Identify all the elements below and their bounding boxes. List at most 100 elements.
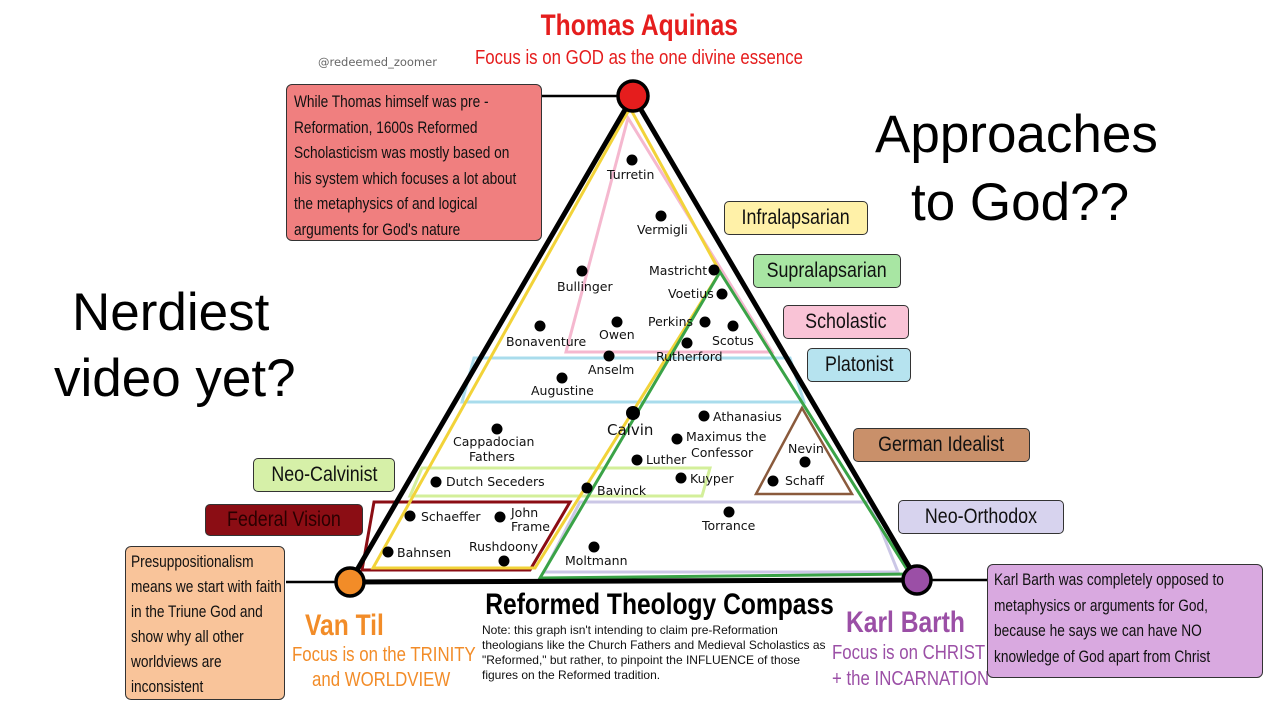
name-owen: Owen xyxy=(599,327,635,342)
point-vermigli xyxy=(655,210,667,222)
label-federal-vision-text: Federal Vision xyxy=(227,508,341,531)
point-scotus xyxy=(727,320,739,332)
label-platonist-text: Platonist xyxy=(824,353,894,376)
vertex-vantil-dot xyxy=(334,566,366,598)
name-john-frame-1: John xyxy=(511,505,539,520)
approaches-line1: Approaches xyxy=(875,105,1158,164)
point-cappadocian xyxy=(491,423,503,435)
region-neo-calvinist xyxy=(407,466,712,498)
vertex-aquinas-dot xyxy=(616,79,650,113)
name-augustine: Augustine xyxy=(531,383,594,398)
point-bavinck xyxy=(581,482,593,494)
point-dutch-seceders xyxy=(430,476,442,488)
name-schaff: Schaff xyxy=(785,473,825,488)
theologian-points xyxy=(382,154,811,567)
name-voetius: Voetius xyxy=(668,286,714,301)
compass-note: Note: this graph isn't intending to clai… xyxy=(482,623,826,682)
name-vermigli: Vermigli xyxy=(637,222,688,237)
point-john-frame xyxy=(494,511,506,523)
region-german-idealist xyxy=(753,405,855,496)
label-neo-calvinist-text: Neo-Calvinist xyxy=(270,463,378,486)
name-john-frame-2: Frame xyxy=(511,519,550,534)
label-german-idealist-text: German Idealist xyxy=(878,433,1005,456)
name-perkins: Perkins xyxy=(648,314,694,329)
point-bahnsen xyxy=(382,546,394,558)
region-supralapsarian xyxy=(537,269,913,580)
label-neo-orthodox: Neo-Orthodox xyxy=(898,500,1064,534)
barth-note: Karl Barth was completely opposed to met… xyxy=(987,564,1263,678)
label-neo-calvinist: Neo-Calvinist xyxy=(253,458,395,492)
region-infralapsarian xyxy=(370,104,722,570)
label-german-idealist: German Idealist xyxy=(853,428,1030,462)
main-triangle xyxy=(347,93,920,585)
point-perkins xyxy=(699,316,711,328)
name-bonaventure: Bonaventure xyxy=(506,334,587,349)
compass-title-wrap: Reformed Theology Compass xyxy=(447,588,834,622)
label-federal-vision: Federal Vision xyxy=(205,504,363,536)
name-turretin: Turretin xyxy=(607,167,655,182)
label-scholastic: Scholastic xyxy=(783,305,909,339)
aquinas-focus-wrap: Focus is on GOD as the one divine essenc… xyxy=(0,46,1278,70)
name-rutherford: Rutherford xyxy=(656,349,723,364)
point-rutherford xyxy=(681,337,693,349)
point-voetius xyxy=(716,288,728,300)
vertex-barth-dot xyxy=(901,564,933,596)
name-schaeffer: Schaeffer xyxy=(421,509,481,524)
point-calvin xyxy=(626,406,640,420)
name-mastricht: Mastricht xyxy=(649,263,708,278)
name-bullinger: Bullinger xyxy=(557,279,613,294)
nerdiest-line1: Nerdiest xyxy=(72,283,270,342)
nerdiest-line2: video yet? xyxy=(54,349,296,408)
point-schaff xyxy=(767,475,779,487)
name-luther: Luther xyxy=(646,452,687,467)
compass-title: Reformed Theology Compass xyxy=(485,588,834,621)
point-bonaventure xyxy=(534,320,546,332)
name-dutch-seceders: Dutch Seceders xyxy=(446,474,545,489)
point-moltmann xyxy=(588,541,600,553)
vantil-focus-line1: Focus is on the TRINITY xyxy=(292,643,476,666)
point-mastricht xyxy=(708,264,720,276)
point-nevin xyxy=(799,456,811,468)
label-supralapsarian: Supralapsarian xyxy=(753,254,901,288)
vantil-focus-line2: and WORLDVIEW xyxy=(312,668,451,691)
label-platonist: Platonist xyxy=(807,348,911,382)
label-infralapsarian-text: Infralapsarian xyxy=(741,206,851,229)
aquinas-note: While Thomas himself was pre - Reformati… xyxy=(286,84,542,241)
point-augustine xyxy=(556,372,568,384)
point-schaeffer xyxy=(404,510,416,522)
label-infralapsarian: Infralapsarian xyxy=(724,201,868,235)
watermark: @redeemed_zoomer xyxy=(318,55,437,69)
aquinas-title: Thomas Aquinas xyxy=(540,9,738,42)
point-luther xyxy=(631,454,643,466)
region-federal-vision xyxy=(360,500,573,572)
vantil-note-text: Presuppositionalism means we start with … xyxy=(131,553,282,696)
name-maximus-1: Maximus the xyxy=(686,429,767,444)
name-kuyper: Kuyper xyxy=(690,471,734,486)
point-bullinger xyxy=(576,265,588,277)
point-owen xyxy=(611,316,623,328)
label-neo-orthodox-text: Neo-Orthodox xyxy=(924,505,1038,528)
point-maximus xyxy=(671,433,683,445)
point-turretin xyxy=(626,154,638,166)
name-cappadocian-2: Fathers xyxy=(469,449,515,464)
name-nevin: Nevin xyxy=(788,441,824,456)
point-rushdoony xyxy=(498,555,510,567)
point-kuyper xyxy=(675,472,687,484)
name-anselm: Anselm xyxy=(588,362,635,377)
aquinas-focus: Focus is on GOD as the one divine essenc… xyxy=(475,46,803,69)
barth-note-text: Karl Barth was completely opposed to met… xyxy=(994,571,1224,666)
vantil-note: Presuppositionalism means we start with … xyxy=(125,546,285,700)
name-bahnsen: Bahnsen xyxy=(397,545,452,560)
name-rushdoony: Rushdoony xyxy=(469,539,539,554)
aquinas-title-wrap: Thomas Aquinas xyxy=(0,9,1278,43)
name-moltmann: Moltmann xyxy=(565,553,628,568)
point-anselm xyxy=(603,350,615,362)
approaches-line2: to God?? xyxy=(911,173,1130,232)
name-calvin: Calvin xyxy=(607,421,654,439)
name-bavinck: Bavinck xyxy=(597,483,647,498)
name-scotus: Scotus xyxy=(712,333,754,348)
label-supralapsarian-text: Supralapsarian xyxy=(766,259,888,282)
barth-title: Karl Barth xyxy=(846,606,965,639)
